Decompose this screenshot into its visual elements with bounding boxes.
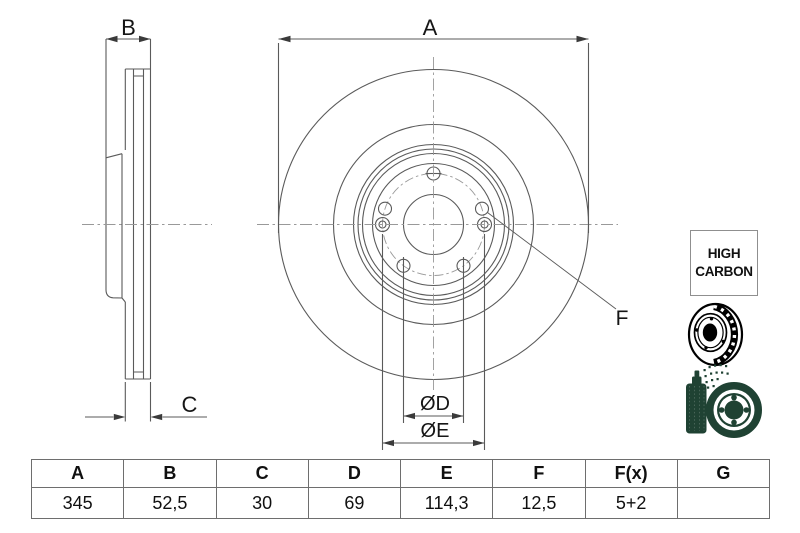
value-cell-a: 345 [30,487,125,519]
spec-table-value-row: 345 52,5 30 69 114,3 12,5 5+2 [30,487,771,519]
dim-label-od: ØD [420,393,450,415]
badge-line-2: CARBON [695,264,753,279]
high-carbon-badge: HIGH CARBON [690,230,758,296]
arrowhead [113,413,126,421]
arrowhead [106,35,118,43]
spray-can [686,370,707,434]
arrowhead [452,412,464,420]
header-cell-g: G [676,459,771,488]
extension-lines [124,382,152,422]
arrowhead [576,35,589,43]
dimension-a [277,35,590,233]
dim-label-c: C [182,392,198,417]
front-view [257,57,618,390]
disc-bolt-hole [731,419,737,426]
dim-label-b: B [121,15,136,40]
value-cell-d: 69 [307,487,402,519]
header-cell-f: F [492,459,586,488]
hat-silhouette [121,153,126,303]
value-cell-c: 30 [215,487,309,519]
disc-bolt-hole [718,407,725,413]
bolt-hole [377,201,393,216]
stud-hole [695,328,699,332]
hat-top-chamfer [105,153,123,159]
spec-table: A B C D E F F(x) G 345 52,5 30 69 114,3 … [30,459,771,519]
dim-label-f: F [616,307,629,330]
extension-lines [402,257,465,423]
stud-hole [704,346,708,350]
vent-slots [713,304,737,365]
bolt-hole [474,201,490,216]
arrowhead [473,439,485,447]
badge-line-1: HIGH [707,246,741,262]
side-view [82,39,212,380]
header-cell-fx: F(x) [584,459,678,488]
coated-disc-spray-icon [686,364,764,440]
arrowhead [150,413,163,421]
f-leader-line [487,212,617,310]
value-cell-g [676,487,771,519]
disc-bolt-hole [743,407,750,413]
header-cell-e: E [399,459,494,488]
arrowhead [382,439,394,447]
dimension-b [106,35,151,43]
value-cell-b: 52,5 [123,487,217,519]
vented-brake-disc-icon [687,302,744,367]
arrowhead [278,35,291,43]
vent-slot [132,69,145,379]
stud-hole [709,317,714,321]
extension-lines [277,43,590,233]
value-cell-f: 12,5 [492,487,586,519]
header-cell-c: C [215,459,309,488]
value-cell-fx: 5+2 [584,487,678,519]
disc-bolt-hole [731,394,737,401]
spec-table-header-row: A B C D E F F(x) G [30,459,771,488]
arrowhead [403,412,415,420]
header-cell-d: D [307,459,402,488]
stud-hole [721,339,725,344]
dimension-e [381,234,486,450]
header-cell-a: A [30,459,125,488]
header-cell-b: B [123,459,217,488]
hub-bore [702,323,718,342]
extension-lines [381,234,486,450]
dimension-d [402,257,465,423]
arrowhead [139,35,151,43]
spray-dots [703,364,729,389]
hat-face-outline [105,39,123,299]
dim-label-oe: ØE [421,420,450,442]
dim-label-a: A [423,15,438,40]
dimension-c [85,382,207,422]
value-cell-e: 114,3 [399,487,494,519]
